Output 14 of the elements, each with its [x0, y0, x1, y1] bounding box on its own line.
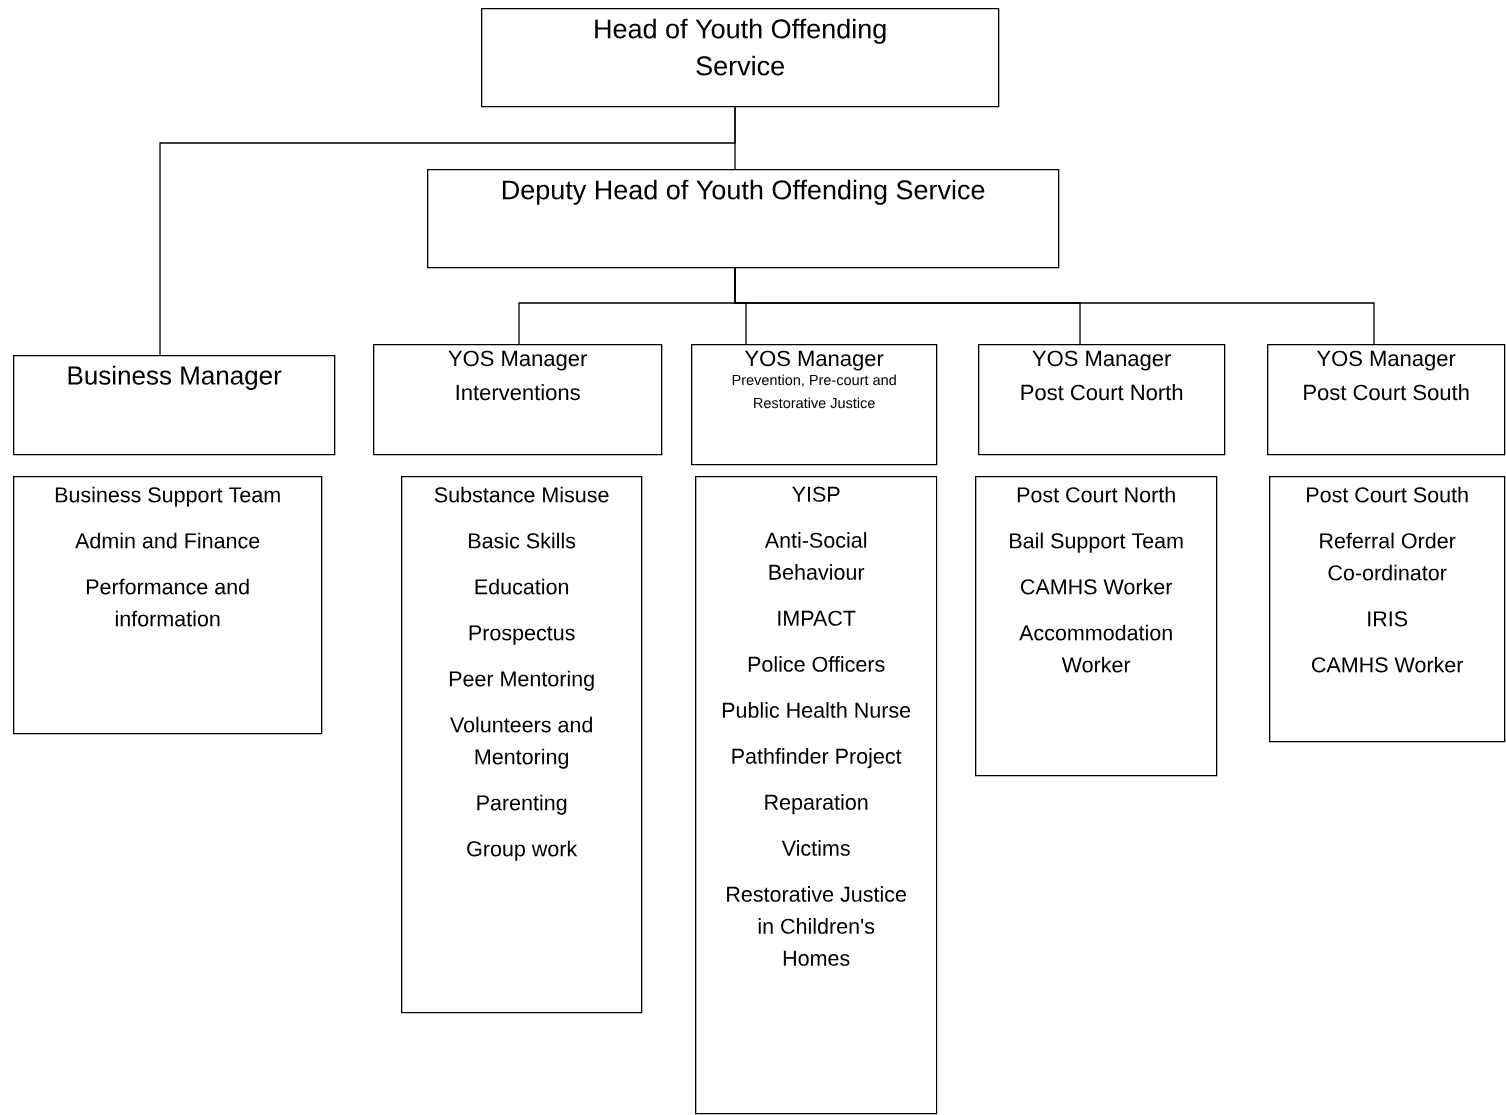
role-box: Deputy Head of Youth Offending Service	[427, 169, 1060, 269]
role-box: YOS Manager Post Court North	[978, 344, 1226, 456]
connector-line	[159, 106, 736, 356]
team-list-box: Post Court North Bail Support Team CAMHS Worker Accommodation Worker	[975, 476, 1218, 777]
connector-line	[734, 267, 1375, 345]
team-list-box: YISP Anti-Social Behaviour IMPACT Police Officers Public Health Nurse Pathfinder Project Reparation Victims Restorative Justice in Children's Homes	[695, 476, 938, 1115]
role-box: YOS Manager Interventions	[373, 344, 663, 456]
role-box: Business Manager	[13, 355, 336, 456]
team-list-box: Post Court South Referral Order Co-ordinator IRIS CAMHS Worker	[1269, 476, 1506, 743]
team-list-box: Business Support Team Admin and Finance Performance and information	[13, 476, 323, 735]
role-box: YOS Manager Prevention, Pre-court and Restorative Justice	[691, 344, 938, 466]
team-list-box: Substance Misuse Basic Skills Education Prospectus Peer Mentoring Volunteers and Mentoring Parenting Group work	[401, 476, 643, 1014]
role-box: Head of Youth Offending Service	[481, 8, 1000, 108]
role-box: YOS Manager Post Court South	[1267, 344, 1506, 456]
